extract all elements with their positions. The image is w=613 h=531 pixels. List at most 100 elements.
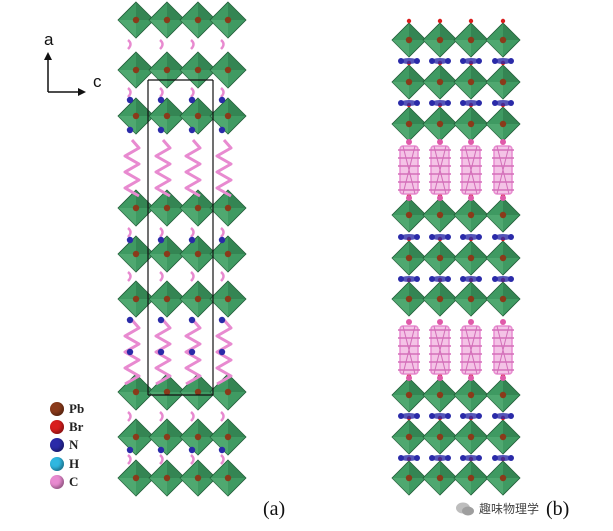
- cage-bond: [496, 325, 510, 375]
- pb-atom: [499, 211, 507, 219]
- pbbr6-octahedron: [179, 189, 217, 227]
- pbbr6-octahedron: [148, 235, 186, 273]
- octahedron-shade: [136, 98, 154, 116]
- n-atom: [218, 96, 226, 104]
- octahedron-shade: [228, 98, 246, 116]
- octahedron-highlight: [454, 437, 471, 454]
- pb-atom: [499, 254, 507, 262]
- pb-atom: [132, 16, 140, 24]
- octahedron-highlight: [392, 299, 409, 316]
- n-atom-layer: [494, 234, 512, 240]
- pbbr6-octahedron: [422, 281, 458, 317]
- octahedron-shade: [409, 420, 426, 437]
- octahedron-highlight: [118, 392, 136, 410]
- chain-fragment: [220, 227, 225, 238]
- pb-atom: [194, 16, 202, 24]
- pb-atom: [405, 433, 413, 441]
- pb-atom: [163, 250, 171, 258]
- octahedron-highlight: [392, 124, 409, 141]
- n-atom: [126, 316, 134, 324]
- octahedron-highlight: [423, 215, 440, 232]
- pb-atom: [467, 391, 475, 399]
- n-atom: [218, 236, 226, 244]
- n-atom: [157, 348, 165, 356]
- octahedron-highlight: [454, 395, 471, 412]
- octahedron-shade: [503, 23, 520, 40]
- pbbr6-octahedron: [117, 418, 155, 456]
- octahedron-highlight: [118, 70, 136, 88]
- octahedron-highlight: [180, 70, 198, 88]
- chain-fragment: [127, 271, 132, 282]
- axis-a-label: a: [44, 30, 54, 49]
- pb-atom: [499, 78, 507, 86]
- n-atom: [126, 348, 134, 356]
- legend-item-c: C: [50, 473, 78, 491]
- n-atom: [157, 96, 165, 104]
- pbbr6-octahedron: [485, 64, 521, 100]
- legend-item-h: H: [50, 455, 79, 473]
- octahedron-shade: [440, 420, 457, 437]
- pb-atom: [224, 66, 232, 74]
- alkylammonium-chain: [154, 319, 172, 386]
- pb-atom: [467, 433, 475, 441]
- pb-atom: [163, 295, 171, 303]
- axis-arrows: [44, 52, 86, 96]
- n-atom-layer: [431, 413, 449, 419]
- n-atom-layer: [431, 100, 449, 106]
- octahedron-highlight: [392, 395, 409, 412]
- chain-fragment: [127, 454, 132, 465]
- chain-fragment: [159, 39, 164, 50]
- pbbr6-octahedron: [117, 280, 155, 318]
- n-atom-layer: [462, 276, 480, 282]
- octahedron-highlight: [486, 82, 503, 99]
- pbbr6-octahedron: [179, 280, 217, 318]
- octahedron-shade: [409, 461, 426, 478]
- octahedron-highlight: [423, 258, 440, 275]
- pbbr6-octahedron: [117, 51, 155, 89]
- legend-item-br: Br: [50, 418, 83, 436]
- octahedron-shade: [471, 420, 488, 437]
- legend-swatch-n: [50, 438, 64, 452]
- octahedron-shade: [136, 281, 154, 299]
- c-atom: [468, 319, 474, 325]
- octahedron-shade: [503, 378, 520, 395]
- cage-bond: [464, 145, 478, 195]
- n-atom: [218, 316, 226, 324]
- pbbr6-octahedron: [391, 281, 427, 317]
- legend-label-h: H: [69, 456, 80, 471]
- pb-atom: [224, 433, 232, 441]
- n-atom: [188, 446, 196, 454]
- pbbr6-octahedron: [453, 64, 489, 100]
- octahedron-highlight: [180, 478, 198, 496]
- octahedron-shade: [440, 107, 457, 124]
- watermark: 趣味物理学: [455, 500, 539, 517]
- octahedron-shade: [198, 460, 216, 478]
- pb-atom: [499, 391, 507, 399]
- c-atom: [406, 195, 412, 201]
- octahedron-highlight: [423, 395, 440, 412]
- octahedron-highlight: [118, 208, 136, 226]
- octahedron-shade: [228, 419, 246, 437]
- pb-atom: [132, 388, 140, 396]
- pbbr6-octahedron: [422, 64, 458, 100]
- n-atom-layer: [400, 455, 418, 461]
- octahedron-shade: [198, 98, 216, 116]
- octahedron-highlight: [392, 215, 409, 232]
- octahedron-highlight: [454, 299, 471, 316]
- pbbr6-octahedron: [148, 51, 186, 89]
- octahedron-shade: [228, 2, 246, 20]
- octahedron-highlight: [454, 40, 471, 57]
- n-atom-layer: [400, 100, 418, 106]
- n-atom-layer: [462, 58, 480, 64]
- pbbr6-octahedron: [422, 377, 458, 413]
- pb-atom: [405, 211, 413, 219]
- pb-atom: [132, 474, 140, 482]
- c-atom: [437, 195, 443, 201]
- n-atom: [218, 446, 226, 454]
- pbbr6-octahedron: [422, 460, 458, 496]
- octahedron-highlight: [118, 299, 136, 317]
- octahedron-shade: [409, 378, 426, 395]
- pbbr6-octahedron: [422, 106, 458, 142]
- pbbr6-octahedron: [179, 97, 217, 135]
- octahedron-shade: [167, 460, 185, 478]
